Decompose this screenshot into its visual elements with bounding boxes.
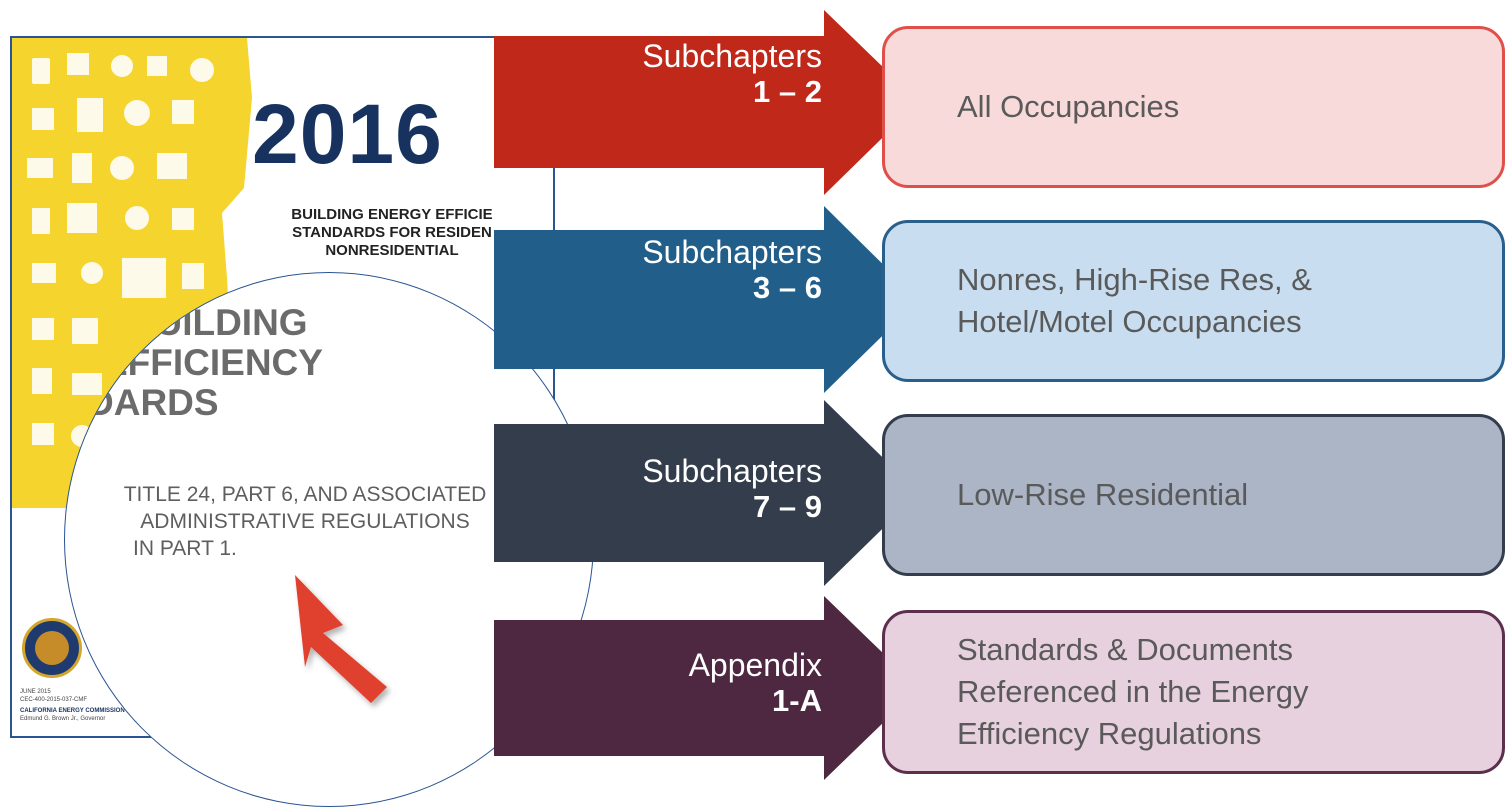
magnifier-subtitle-line: TITLE 24, PART 6, AND ASSOCIATED: [123, 483, 487, 506]
magnifier-subtitle: TITLE 24, PART 6, AND ASSOCIATED ADMINIS…: [75, 481, 535, 562]
magnifier-title-prefix: 'S: [85, 302, 119, 343]
cover-headline-line: NONRESIDENTIAL: [325, 242, 459, 259]
box-nonres-occupancies: Nonres, High-Rise Res, & Hotel/Motel Occ…: [882, 220, 1505, 382]
cover-headline-line: BUILDING ENERGY EFFICIE: [291, 206, 493, 223]
magnifier-title-line: BUILDING: [128, 302, 308, 343]
arrow-subchapters-3-6: [494, 206, 919, 393]
arrow-appendix-1a: [494, 596, 919, 780]
box-referenced-standards: Standards & Documents Referenced in the …: [882, 610, 1505, 774]
cover-footer-line: CEC-400-2015-037-CMF: [20, 697, 88, 703]
arrow-subchapters-1-2: [494, 10, 919, 195]
box-text-line: Referenced in the Energy: [957, 674, 1309, 709]
box-text-line: All Occupancies: [957, 89, 1180, 124]
arrow-label-2: Subchapters 3 – 6: [560, 234, 822, 306]
arrow-label-text: Subchapters: [642, 234, 822, 270]
cover-headline-line: STANDARDS FOR RESIDEN: [292, 224, 492, 241]
box-text-line: Standards & Documents: [957, 632, 1294, 667]
arrow-label-number: 3 – 6: [753, 270, 822, 305]
cover-headline: BUILDING ENERGY EFFICIE STANDARDS FOR RE…: [227, 206, 553, 260]
cover-footer-line: JUNE 2015: [20, 689, 51, 695]
magnifier-title: 'S BUILDING EFFICIENCY DARDS: [85, 303, 323, 423]
arrow-label-number: 1 – 2: [753, 74, 822, 109]
cover-footer-line: Edmund G. Brown Jr., Governor: [20, 716, 106, 722]
box-all-occupancies: All Occupancies: [882, 26, 1505, 188]
arrow-label-number: 7 – 9: [753, 489, 822, 524]
red-pointer-arrow-icon: [295, 575, 387, 703]
magnifier-title-line: DARDS: [87, 382, 219, 423]
magnifier-title-line: EFFICIENCY: [103, 342, 323, 383]
magnifier-subtitle-line: IN PART 1.: [133, 537, 237, 560]
box-text-line: Hotel/Motel Occupancies: [957, 304, 1302, 339]
magnifier-subtitle-line: ADMINISTRATIVE REGULATIONS: [140, 510, 470, 533]
box-low-rise-residential: Low-Rise Residential: [882, 414, 1505, 576]
cover-footer: JUNE 2015 CEC-400-2015-037-CMF CALIFORNI…: [20, 688, 190, 723]
arrow-label-3: Subchapters 7 – 9: [560, 453, 822, 525]
arrow-label-text: Subchapters: [642, 38, 822, 74]
cover-year: 2016: [252, 87, 443, 181]
energy-commission-seal-icon: [22, 618, 82, 678]
arrow-label-4: Appendix 1-A: [560, 647, 822, 719]
arrow-label-number: 1-A: [772, 683, 822, 718]
cover-footer-agency: CALIFORNIA ENERGY COMMISSION: [20, 708, 125, 714]
box-text-line: Low-Rise Residential: [957, 477, 1249, 512]
arrow-label-text: Appendix: [688, 647, 822, 683]
arrow-label-1: Subchapters 1 – 2: [560, 38, 822, 110]
box-text-line: Efficiency Regulations: [957, 716, 1262, 751]
arrow-subchapters-7-9: [494, 400, 919, 586]
arrow-label-text: Subchapters: [642, 453, 822, 489]
box-text-line: Nonres, High-Rise Res, &: [957, 262, 1312, 297]
